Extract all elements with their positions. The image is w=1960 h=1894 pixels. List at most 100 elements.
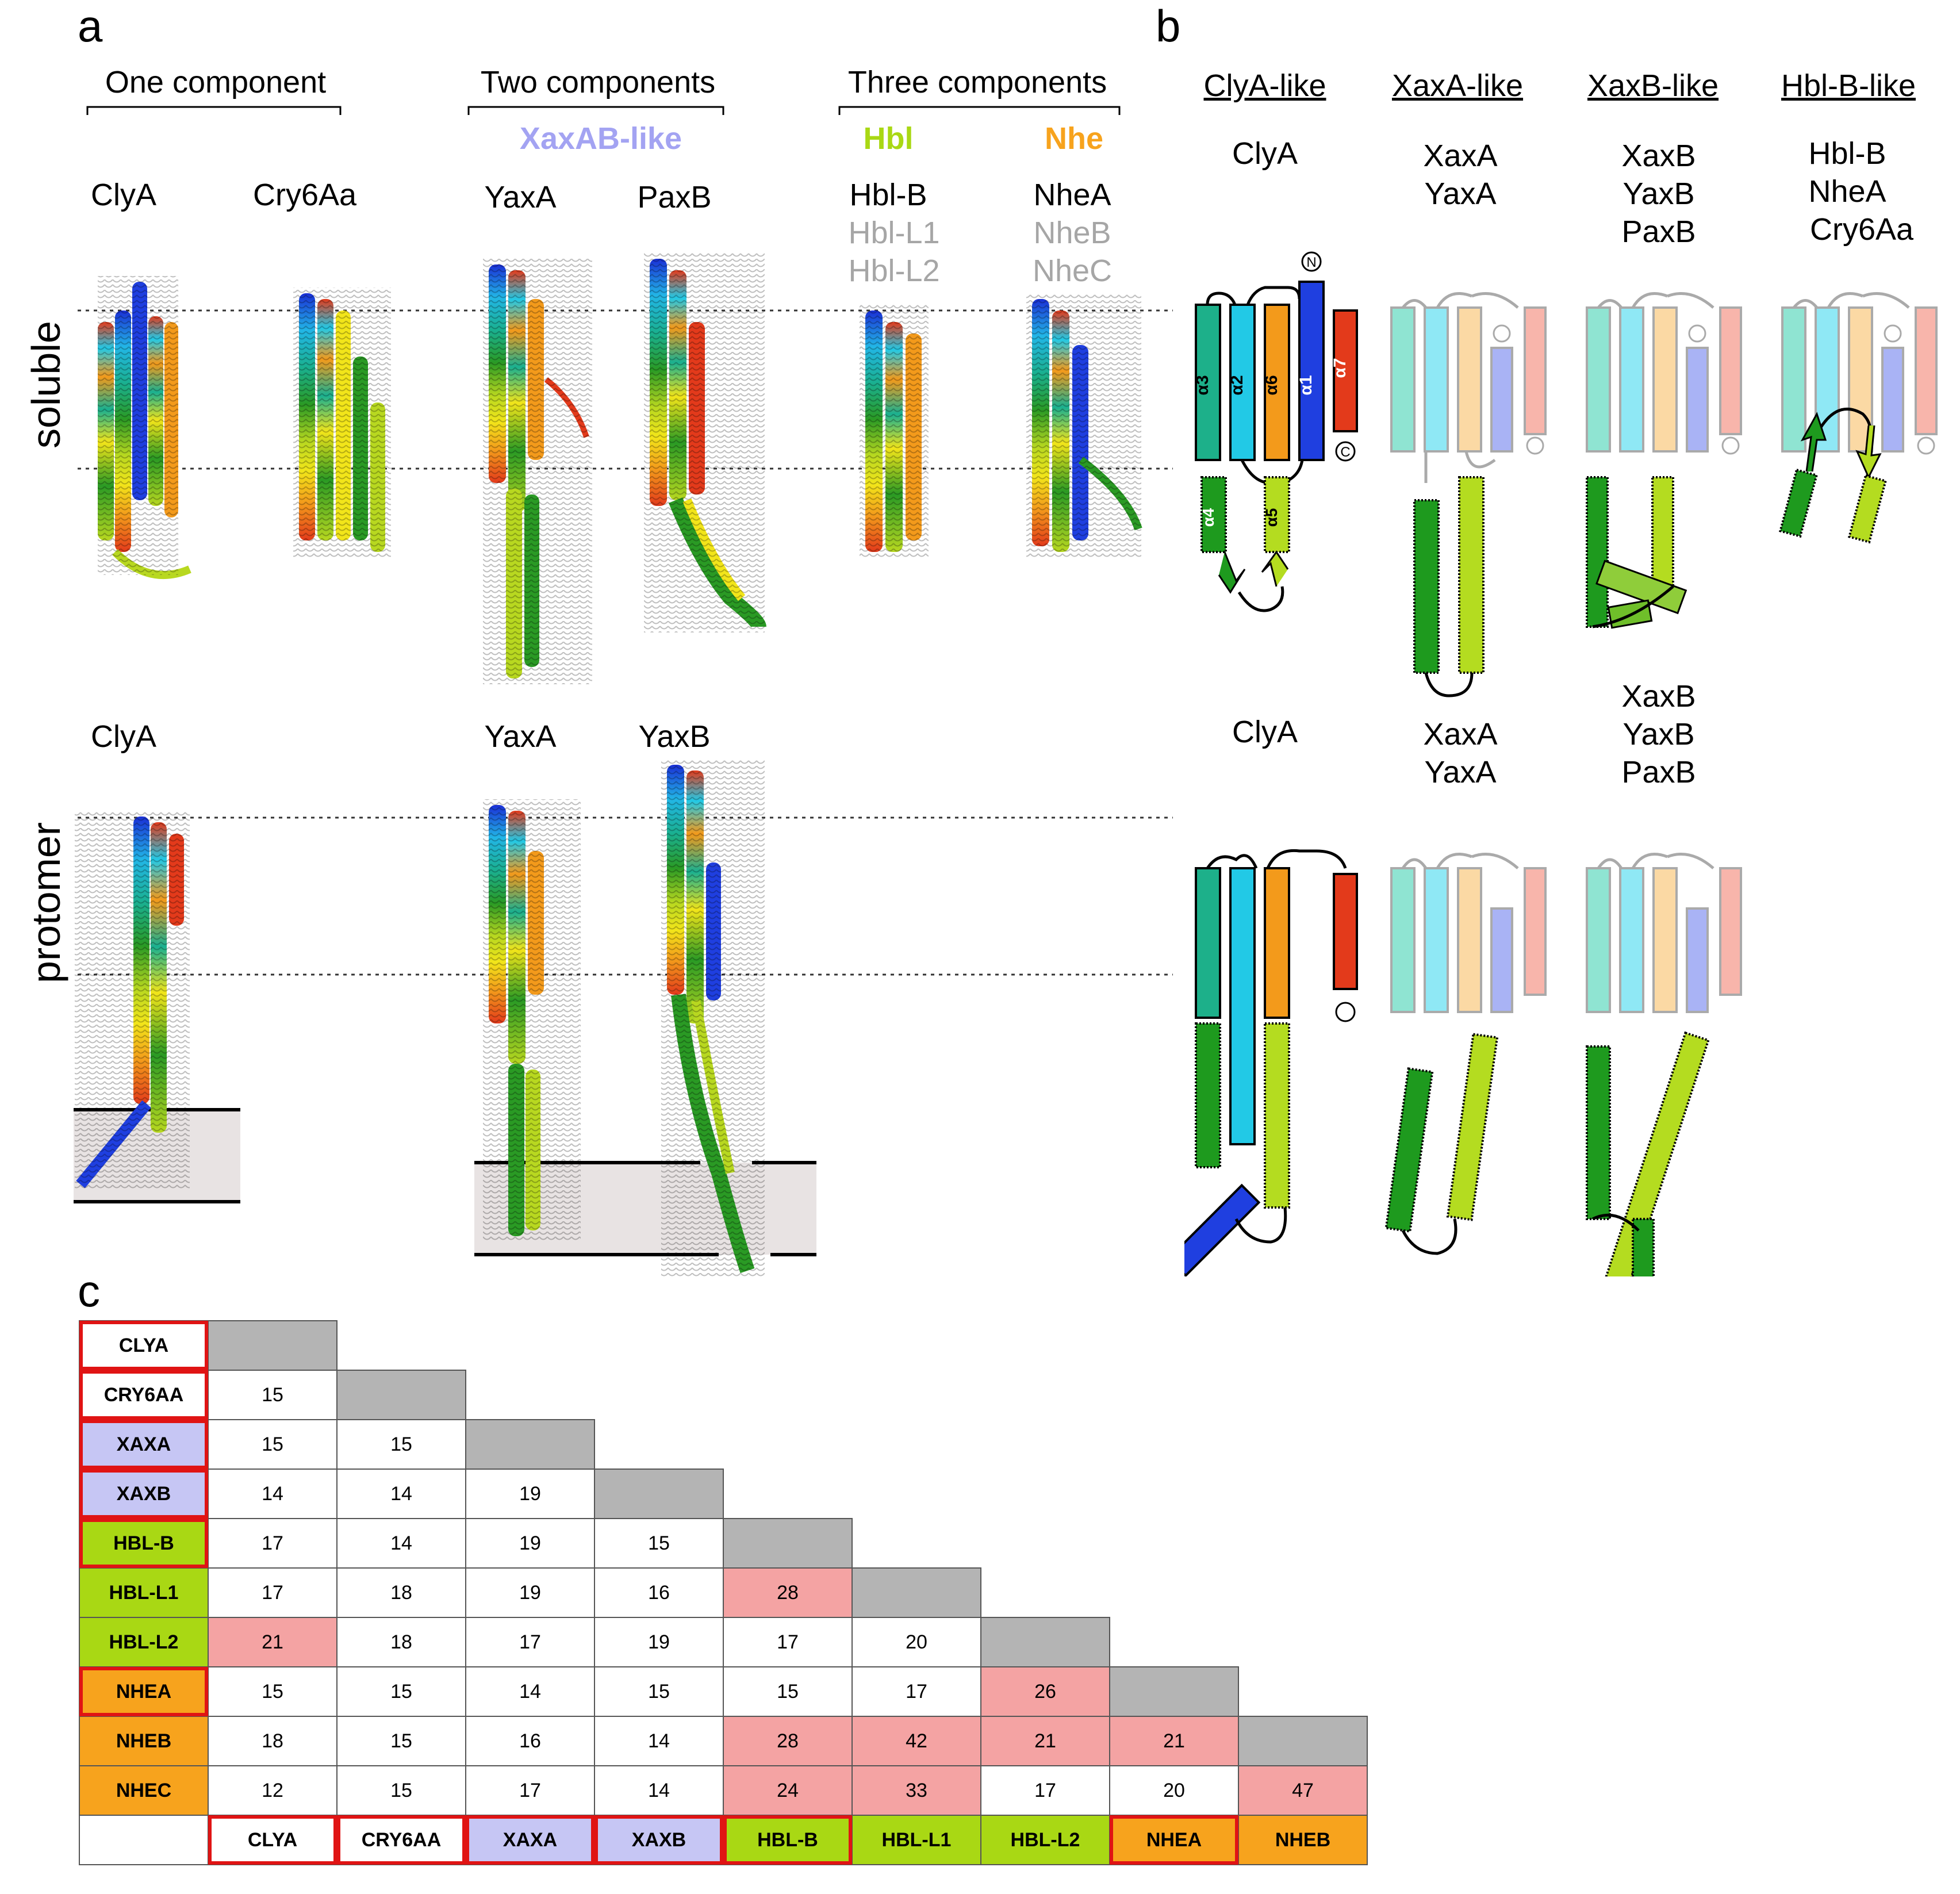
matrix-cell: 16 [465, 1716, 595, 1766]
group-three-components: Three components [847, 65, 1107, 99]
helix-label-a2: α2 [1228, 375, 1246, 395]
matrix-cell: 28 [723, 1716, 853, 1766]
matrix-cell: 16 [594, 1567, 724, 1618]
matrix-cell: 15 [208, 1419, 337, 1470]
soluble-name-hblb: Hbl-B [849, 178, 927, 212]
diagonal-cell [336, 1370, 466, 1420]
empty-cell [852, 1469, 981, 1519]
diagonal-cell [1238, 1716, 1368, 1766]
empty-cell [594, 1321, 723, 1370]
column-header: CRY6AA [336, 1815, 466, 1865]
empty-cell [594, 1370, 723, 1420]
empty-cell [981, 1370, 1110, 1420]
structure-soluble-yaxa [483, 259, 592, 684]
panel-a-structures [74, 253, 1173, 1276]
matrix-cell: 19 [465, 1518, 595, 1569]
b-protomer-xaxa-1: XaxA [1423, 717, 1498, 752]
matrix-cell: 12 [208, 1765, 337, 1816]
row-header: CRY6AA [79, 1370, 209, 1420]
soluble-name-clya: ClyA [90, 178, 157, 212]
empty-cell [723, 1420, 852, 1469]
empty-cell [1238, 1370, 1367, 1420]
matrix-cell: 15 [208, 1370, 337, 1420]
diagonal-cell [723, 1518, 853, 1569]
topo-xaxb-protomer [1586, 853, 1742, 1276]
empty-cell [1110, 1321, 1238, 1370]
b-protomer-xaxa-2: YaxA [1424, 755, 1497, 789]
structure-soluble-nhe [1026, 293, 1142, 558]
empty-cell [1238, 1420, 1367, 1469]
empty-cell [981, 1420, 1110, 1469]
matrix-cell: 18 [336, 1567, 466, 1618]
column-header: HBL-L2 [980, 1815, 1110, 1865]
topo-hblb-soluble [1778, 292, 1938, 544]
row-header: NHEC [79, 1765, 209, 1816]
structure-protomer-yaxa [483, 799, 581, 1242]
empty-cell [594, 1420, 723, 1469]
topo-xaxa-soluble [1390, 292, 1547, 697]
empty-cell [1238, 1321, 1367, 1370]
topo-xaxb-soluble [1586, 292, 1742, 629]
topo-xaxa-protomer [1384, 853, 1547, 1255]
matrix-cell: 26 [980, 1666, 1110, 1717]
subgroup-xaxab-like: XaxAB-like [519, 121, 682, 156]
helix-label-a1: α1 [1297, 375, 1315, 395]
panel-b-letter: b [1156, 1, 1181, 51]
b-protomer-clya: ClyA [1232, 715, 1298, 749]
empty-cell [723, 1370, 852, 1420]
n-terminus-label: N [1306, 255, 1316, 270]
matrix-cell: 21 [1109, 1716, 1239, 1766]
matrix-cell: 20 [1109, 1765, 1239, 1816]
matrix-cell: 14 [336, 1469, 466, 1519]
group-brackets [86, 106, 1121, 115]
b-protomer-xaxb-1: XaxB [1621, 679, 1696, 714]
b-soluble-xaxb-3: PaxB [1621, 214, 1696, 249]
empty-cell [1110, 1519, 1238, 1568]
empty-cell [1238, 1519, 1367, 1568]
panel-c-letter: c [78, 1266, 100, 1316]
subgroup-nhe: Nhe [1044, 121, 1104, 156]
matrix-cell: 15 [336, 1419, 466, 1470]
soluble-name-hbll2: Hbl-L2 [848, 254, 940, 288]
empty-cell [1110, 1469, 1238, 1519]
matrix-cell: 15 [336, 1716, 466, 1766]
empty-cell [852, 1519, 981, 1568]
structure-soluble-hbl [860, 305, 929, 558]
matrix-cell: 19 [594, 1617, 724, 1667]
b-soluble-xaxb-1: XaxB [1621, 139, 1696, 173]
matrix-cell: 17 [723, 1617, 853, 1667]
diagonal-cell [208, 1320, 337, 1371]
topo-clya-soluble: α3 α2 α6 α1 α7 N C α4 α5 [1193, 251, 1358, 612]
matrix-cell: 15 [594, 1518, 724, 1569]
row-header: XAXB [79, 1469, 209, 1519]
column-header: NHEB [1238, 1815, 1368, 1865]
empty-cell [466, 1321, 594, 1370]
matrix-cell: 15 [208, 1666, 337, 1717]
b-soluble-hblb-1: Hbl-B [1808, 136, 1886, 171]
helix-label-a3: α3 [1193, 375, 1212, 395]
c-terminus-label: C [1340, 444, 1350, 460]
col-clya-like: ClyA-like [1203, 68, 1326, 103]
matrix-cell: 15 [336, 1666, 466, 1717]
row-header: HBL-L1 [79, 1567, 209, 1618]
row-header: HBL-L2 [79, 1617, 209, 1667]
empty-cell [466, 1370, 594, 1420]
row-header: CLYA [79, 1320, 209, 1371]
matrix-cell: 14 [208, 1469, 337, 1519]
empty-cell [1110, 1568, 1238, 1617]
subgroup-hbl: Hbl [863, 121, 914, 156]
matrix-cell: 14 [594, 1716, 724, 1766]
matrix-cell: 18 [336, 1617, 466, 1667]
b-soluble-clya: ClyA [1232, 136, 1298, 171]
b-soluble-hblb-2: NheA [1808, 174, 1886, 209]
diagonal-cell [1109, 1666, 1239, 1717]
corner-cell [79, 1815, 209, 1865]
